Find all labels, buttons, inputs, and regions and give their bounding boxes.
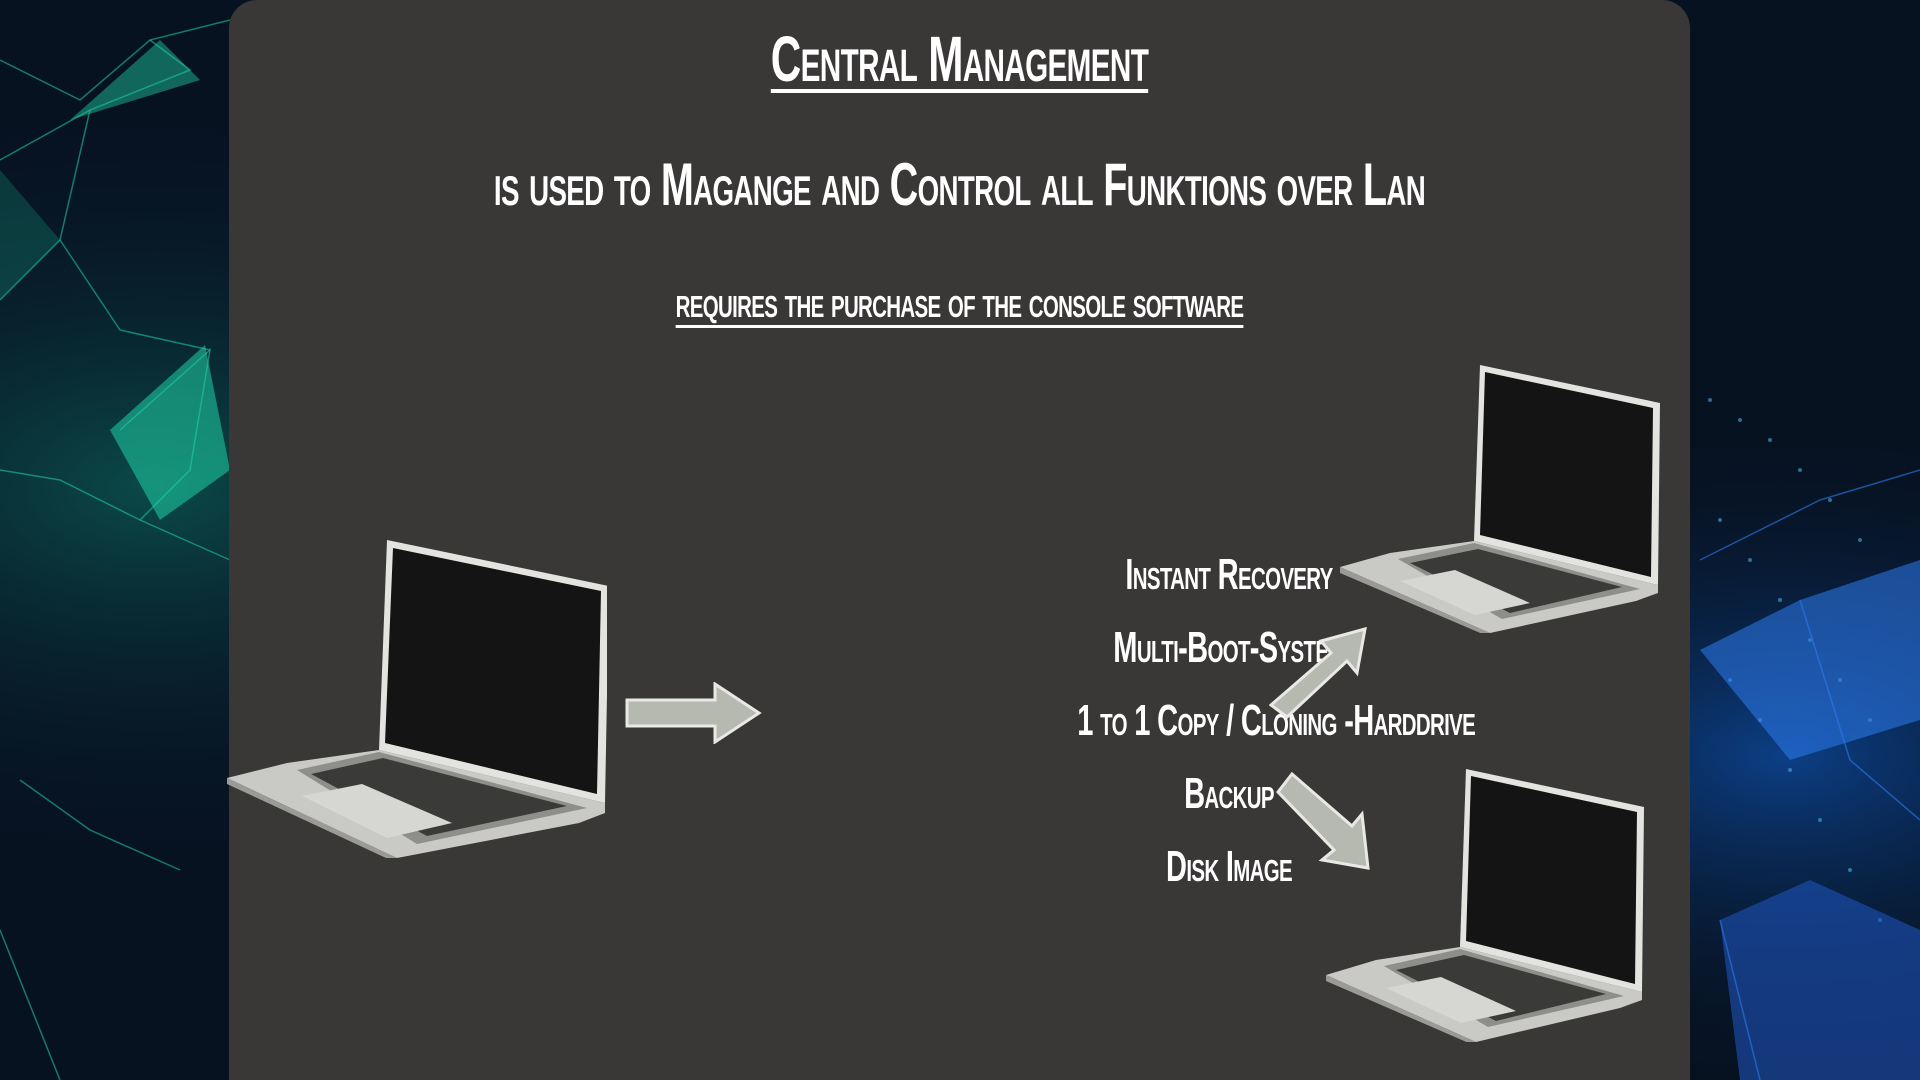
- slide-title: Central Management: [770, 23, 1149, 95]
- feature-item: Multi-Boot-System: [1113, 623, 1345, 672]
- feature-item: Backup: [1184, 769, 1274, 818]
- arrow-up-right-icon: [1269, 626, 1367, 719]
- feature-item: Disk Image: [1166, 842, 1293, 891]
- arrow-down-right-icon: [1276, 772, 1370, 870]
- license-note: requires the purchase of the console sof…: [675, 278, 1244, 327]
- slide-subtitle: is used to Magange and Control all Funkt…: [493, 151, 1426, 218]
- laptop-icon: [1340, 365, 1660, 633]
- feature-list: Instant Recovery Multi-Boot-System 1 to …: [999, 545, 1476, 910]
- arrow-right-icon: [625, 682, 762, 744]
- laptop-icon: [1326, 769, 1644, 1042]
- feature-item: Instant Recovery: [1125, 550, 1333, 599]
- laptop-icon: [227, 540, 607, 858]
- slide-panel: Central Management is used to Magange an…: [227, 0, 1690, 1080]
